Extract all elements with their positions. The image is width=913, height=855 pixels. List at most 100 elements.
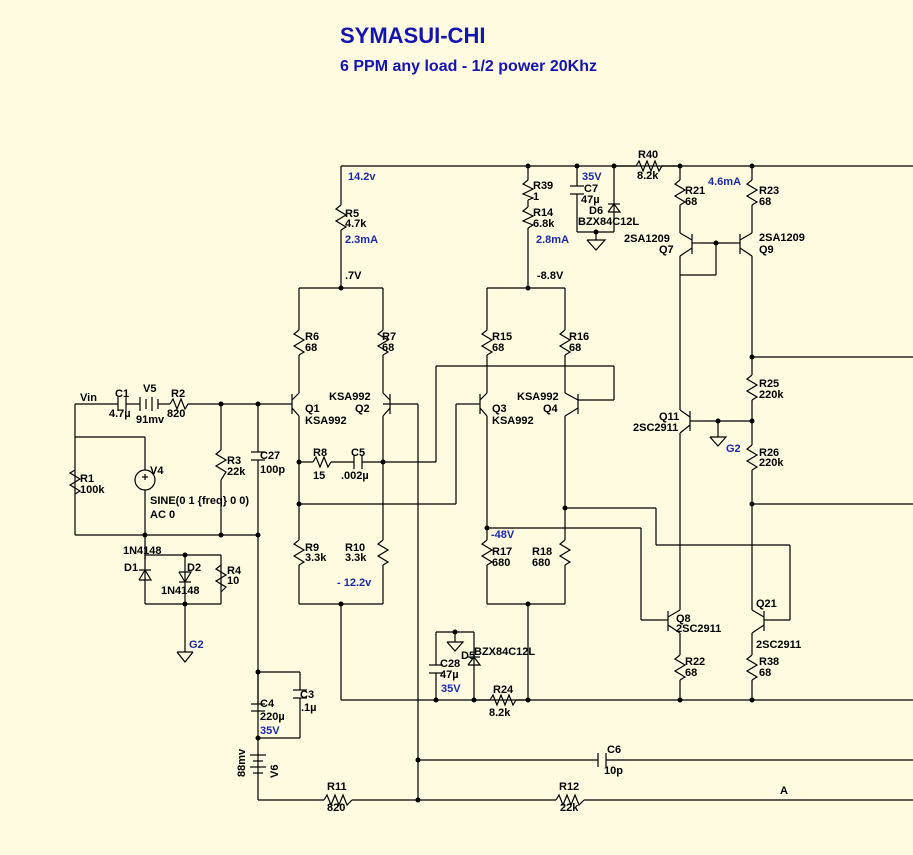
label-d6-model: BZX84C12L	[578, 216, 639, 228]
resistor-r38	[745, 654, 759, 681]
label-r23: R23	[759, 185, 779, 197]
wires	[74, 165, 913, 801]
label-v4-sine: SINE(0 1 {freq} 0 0)	[150, 495, 249, 507]
transistor-q3	[470, 392, 488, 417]
label-d6: D6	[589, 205, 603, 217]
label-c7: C7	[584, 183, 598, 195]
resistor-r11	[323, 793, 353, 807]
label-q1-model: KSA992	[305, 415, 347, 427]
label-r3-value: 22k	[227, 466, 246, 478]
label-r7-value: 68	[382, 342, 394, 354]
diode-d1	[138, 568, 153, 581]
capacitor-c6	[597, 753, 607, 767]
label-c28-rating: 35V	[441, 683, 461, 695]
label-c5-value: .002µ	[341, 470, 369, 482]
resistors	[68, 159, 759, 807]
capacitor-c4	[251, 672, 265, 712]
capacitor-c1	[117, 397, 127, 411]
junction-dots	[142, 163, 755, 803]
label-q2: Q2	[355, 403, 370, 415]
label-g2-left: G2	[189, 639, 204, 651]
label-r21-current: 4.6mA	[708, 176, 741, 188]
label-vin: Vin	[80, 392, 97, 404]
label-c27: C27	[260, 450, 280, 462]
label-r8: R8	[313, 447, 327, 459]
label-r40: R40	[638, 149, 658, 161]
label-c3-value: .1µ	[301, 702, 317, 714]
label-node-88v: -8.8V	[537, 270, 564, 282]
label-c7-value: 47µ	[581, 194, 600, 206]
label-c1: C1	[115, 388, 129, 400]
label-node-14v: 14.2v	[348, 171, 376, 183]
label-c4-rating: 35V	[260, 725, 280, 737]
label-q4-model: KSA992	[517, 391, 559, 403]
resistor-r1	[68, 469, 82, 495]
label-d5: D5	[461, 650, 475, 662]
label-r14-current: 2.8mA	[536, 234, 569, 246]
schematic-title: SYMASUI-CHI	[340, 23, 485, 48]
label-r21: R21	[685, 185, 705, 197]
label-q1: Q1	[305, 403, 320, 415]
label-r1-value: 100k	[80, 484, 105, 496]
resistor-r4	[214, 564, 228, 593]
diode-d2	[178, 571, 193, 584]
label-r38-value: 68	[759, 667, 771, 679]
label-r15: R15	[492, 331, 512, 343]
label-v6-value: 88mv	[236, 748, 248, 777]
label-r14-value: 6.8k	[533, 218, 555, 230]
label-q11: Q11	[659, 411, 679, 423]
capacitor-c27	[251, 451, 265, 461]
label-r4-value: 10	[227, 575, 239, 587]
component-labels: Vin C1 4.7µ V5 91mv R2 820 R1 100k V4 SI…	[80, 149, 805, 814]
voltage-source-v4	[134, 469, 156, 491]
label-c6-value: 10p	[604, 765, 623, 777]
label-node-122v: - 12.2v	[337, 577, 372, 589]
label-c5: C5	[351, 447, 365, 459]
label-c1-value: 4.7µ	[109, 408, 131, 420]
transistor-q21	[751, 609, 770, 634]
capacitor-c28	[429, 664, 443, 674]
label-r14: R14	[533, 207, 554, 219]
label-r10: R10	[345, 542, 365, 554]
label-r11-value: 820	[327, 802, 345, 814]
transistor-q8	[660, 609, 681, 634]
resistor-r21	[673, 179, 687, 206]
label-r39: R39	[533, 180, 553, 192]
label-q8-model: 2SC2911	[676, 623, 721, 635]
label-c7-rating: 35V	[582, 171, 602, 183]
label-r15-value: 68	[492, 342, 504, 354]
label-q3: Q3	[492, 403, 507, 415]
resistor-r12	[555, 793, 585, 807]
label-r23-value: 68	[759, 196, 771, 208]
label-q2-model: KSA992	[329, 391, 371, 403]
resistor-r22	[673, 654, 687, 681]
label-r5: R5	[345, 208, 359, 220]
resistor-r9	[292, 539, 306, 566]
label-q9-model: 2SA1209	[759, 232, 805, 244]
resistor-r7	[376, 329, 390, 356]
label-r18-value: 680	[532, 557, 550, 569]
label-r5-current: 2.3mA	[345, 234, 378, 246]
label-r12-value: 22k	[560, 802, 579, 814]
voltage-source-v6	[250, 754, 266, 774]
label-r21-value: 68	[685, 196, 697, 208]
transistor-q11	[679, 409, 697, 434]
label-r1: R1	[80, 473, 94, 485]
label-v5-value: 91mv	[136, 414, 165, 426]
voltage-source-v5	[139, 397, 160, 411]
label-r39-value: 1	[533, 191, 539, 203]
label-r11: R11	[327, 781, 347, 793]
label-r17: R17	[492, 546, 512, 558]
resistor-r26	[745, 444, 759, 471]
label-d1: D1	[124, 562, 138, 574]
transistor-q2	[382, 392, 391, 417]
label-node-07v: .7V	[345, 270, 362, 282]
label-v4-ac: AC 0	[150, 509, 175, 521]
label-r5-value: 4.7k	[345, 218, 367, 230]
label-node-48v: -48V	[491, 529, 515, 541]
label-r38: R38	[759, 656, 779, 668]
resistor-r2	[169, 397, 190, 411]
capacitor-c3	[293, 689, 307, 699]
transistor-q1	[291, 392, 300, 417]
